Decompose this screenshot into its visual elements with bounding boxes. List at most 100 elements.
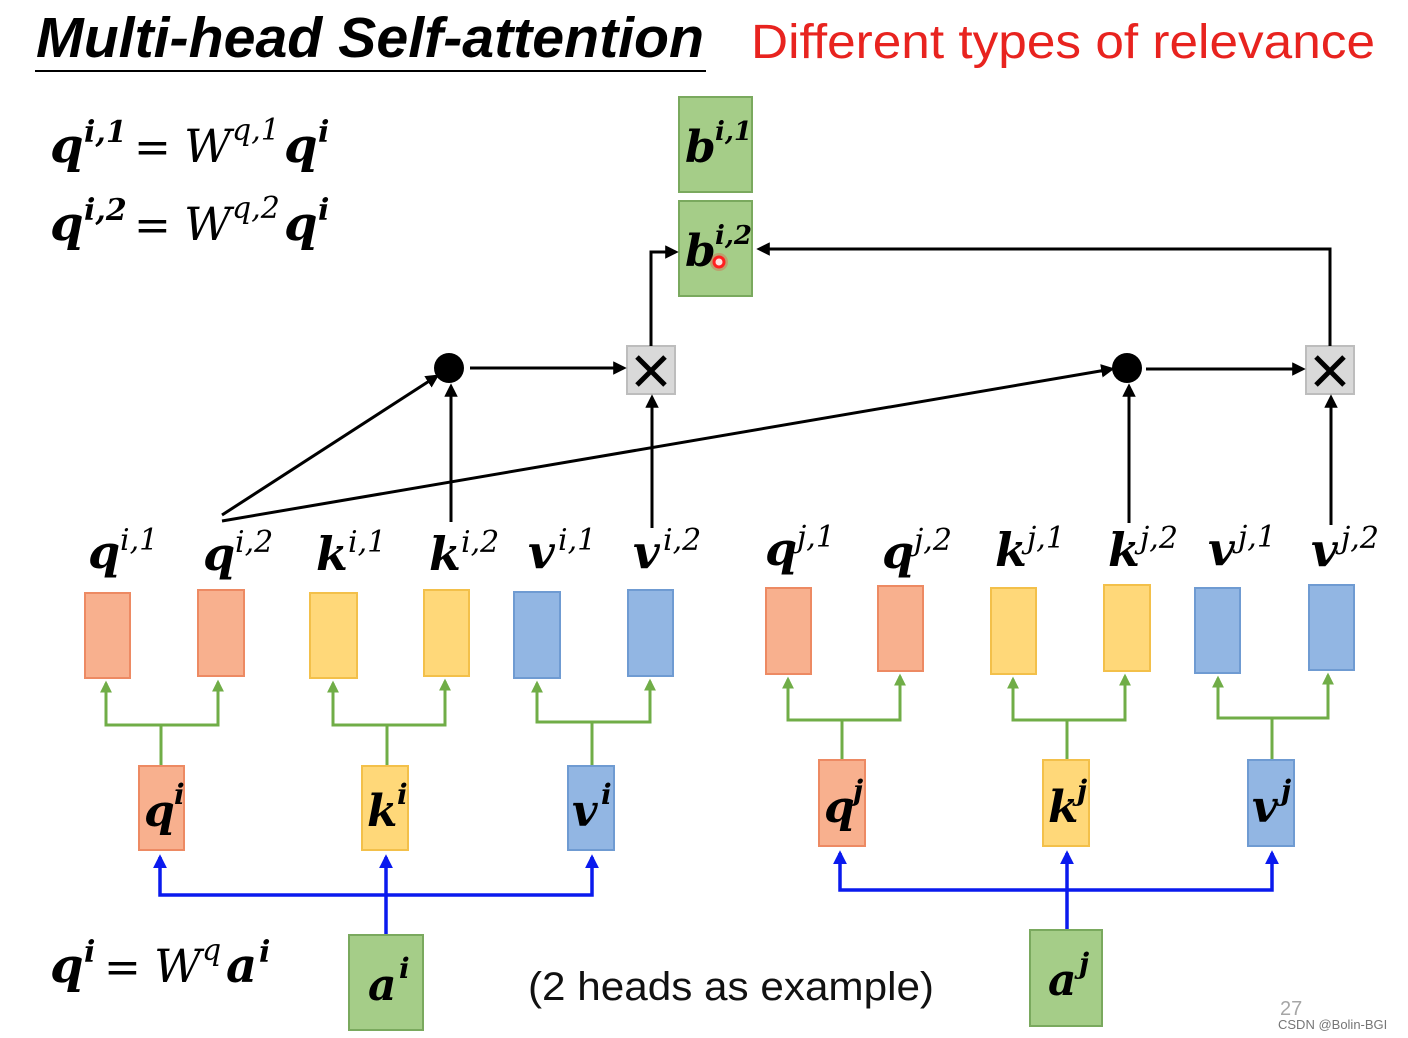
head-vector-box — [197, 589, 245, 677]
pointer-dot — [712, 255, 726, 269]
equation-query-projection: q i = W q a i — [50, 933, 270, 994]
split-connector-query-i — [100, 679, 224, 766]
input-symbol: a — [1048, 955, 1077, 1006]
head-vector-box — [990, 587, 1037, 675]
head-value-j-1: v j,1 — [1194, 520, 1276, 674]
head-vector-box — [513, 591, 561, 679]
head-vector-box — [877, 585, 924, 672]
eq-rhs-superscript: i — [318, 115, 329, 150]
eq-weight-symbol: W — [154, 939, 205, 993]
vector-symbol: v — [1252, 782, 1278, 833]
eq-lhs-symbol: q — [50, 196, 84, 252]
head-label-superscript: j,2 — [1134, 521, 1178, 556]
slide-title: Multi-head Self-attention — [36, 6, 704, 70]
head-key-i-1: k i,1 — [309, 525, 386, 679]
head-label-symbol: q — [203, 527, 235, 581]
eq-lhs-symbol: q — [50, 118, 84, 174]
output-box — [678, 96, 753, 193]
connector-branches — [100, 679, 224, 727]
page-number: 27 — [1280, 998, 1302, 1020]
vector-superscript: i — [174, 778, 185, 811]
equation-query-head-1: q i,1 = W q,1 q i — [50, 113, 329, 174]
input-a-i: a i — [348, 934, 424, 1031]
eq-weight-superscript: q,1 — [232, 113, 280, 148]
head-label-symbol: k — [429, 527, 461, 581]
eq-lhs-symbol: q — [50, 938, 84, 994]
vector-key-j: k j — [1042, 759, 1090, 847]
input-superscript: i — [399, 952, 410, 985]
eq-lhs-superscript: i,1 — [84, 115, 127, 150]
vector-symbol: k — [367, 786, 398, 837]
output-superscript: i,2 — [715, 221, 752, 251]
eq-rhs-superscript: i — [259, 935, 270, 970]
head-label-superscript: j,2 — [1335, 521, 1379, 556]
eq-rhs-symbol: q — [284, 196, 318, 252]
head-label-superscript: i,2 — [461, 525, 499, 560]
eq-lhs-superscript: i,2 — [84, 193, 127, 228]
output-b-i-2: b i,2 — [678, 200, 753, 297]
connector-branches — [1212, 672, 1334, 720]
vector-superscript: i — [601, 778, 612, 811]
slide-caption: (2 heads as example) — [528, 965, 934, 1009]
head-label-symbol: k — [1108, 523, 1140, 577]
vector-symbol: k — [1048, 782, 1079, 833]
head-label-symbol: q — [882, 525, 914, 579]
head-label-symbol: v — [1208, 522, 1236, 576]
arrow-multiply-i-to-output — [649, 245, 679, 346]
head-key-i-2: k i,2 — [423, 525, 499, 677]
head-key-j-2: k j,2 — [1103, 521, 1178, 672]
head-label-superscript: j,1 — [1021, 521, 1065, 556]
head-value-j-2: v j,2 — [1308, 521, 1379, 671]
head-query-i-1: q i,1 — [84, 523, 158, 679]
head-vector-box — [627, 589, 674, 677]
multiply-icon — [626, 345, 676, 395]
head-query-j-1: q j,1 — [765, 520, 835, 675]
head-label-superscript: i,1 — [120, 523, 158, 558]
input-box — [348, 934, 424, 1031]
vector-value-j: v j — [1247, 759, 1295, 847]
watermark: CSDN @Bolin-BGI — [1278, 1017, 1387, 1032]
eq-weight-symbol: W — [184, 119, 235, 173]
head-label-symbol: v — [528, 525, 556, 579]
multiply-stroke — [1314, 355, 1346, 387]
eq-rhs-symbol: q — [284, 118, 318, 174]
vector-key-i: k i — [361, 765, 409, 851]
laser-pointer-icon — [710, 253, 728, 271]
vector-box — [138, 765, 185, 851]
vector-box — [361, 765, 409, 851]
eq-equals-sign: = — [104, 942, 141, 993]
slide-subtitle: Different types of relevance — [751, 16, 1375, 69]
feed-branches — [153, 854, 599, 897]
split-connector-query-j — [782, 673, 906, 760]
head-query-j-2: q j,2 — [877, 523, 952, 672]
head-vector-box — [1194, 587, 1241, 674]
vector-superscript: i — [397, 778, 408, 811]
head-label-superscript: i,2 — [235, 525, 273, 560]
arrow-query-i2-to-dot-i — [221, 374, 440, 517]
eq-lhs-superscript: i — [84, 935, 95, 970]
vector-query-i: q i — [138, 765, 185, 851]
input-feed-i — [153, 854, 599, 935]
vector-box — [1247, 759, 1295, 847]
head-vector-box — [84, 592, 131, 679]
vector-box — [567, 765, 615, 851]
multiply-stroke — [635, 355, 667, 387]
input-feed-j — [833, 850, 1279, 930]
split-connector-key-i — [327, 678, 451, 766]
head-vector-box — [765, 587, 812, 675]
dot-product-icon — [434, 353, 464, 383]
eq-rhs-superscript: i — [318, 193, 329, 228]
head-vector-box — [309, 592, 358, 679]
head-label-symbol: q — [88, 525, 120, 579]
split-connector-key-j — [1007, 673, 1131, 760]
vector-symbol: q — [144, 786, 175, 837]
head-key-j-1: k j,1 — [990, 521, 1065, 675]
vector-query-j: q j — [818, 759, 866, 847]
vector-symbol: v — [572, 786, 598, 837]
head-label-superscript: j,1 — [791, 520, 835, 555]
vector-box — [818, 759, 866, 847]
eq-weight-symbol: W — [184, 197, 235, 251]
head-label-superscript: j,1 — [1232, 520, 1276, 555]
equation-query-head-2: q i,2 = W q,2 q i — [50, 191, 329, 252]
head-value-i-1: v i,1 — [513, 523, 596, 679]
